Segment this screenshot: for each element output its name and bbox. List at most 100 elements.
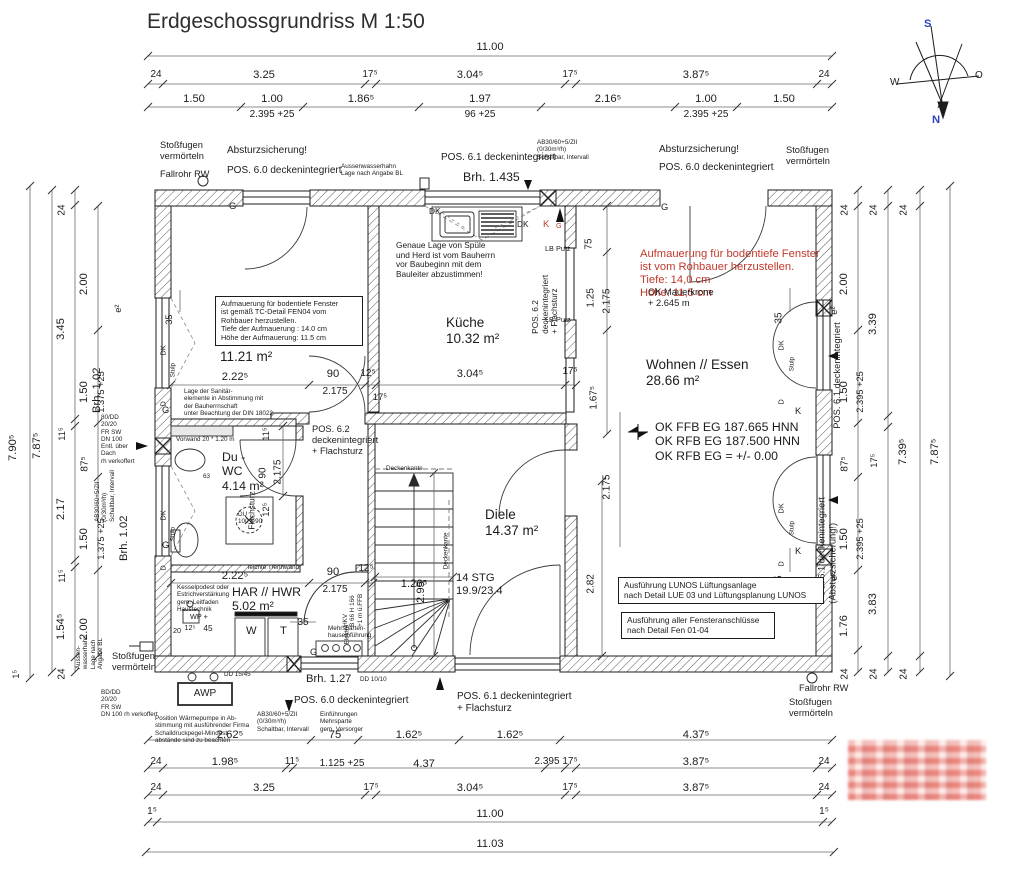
note-mauerkrone: OK Mauerkrone + 2.645 m xyxy=(648,287,714,308)
note-waermepumpe: Position Wärmepumpe in Ab- stimmung mit … xyxy=(155,715,250,744)
dim-right-sub: 2.395 +25 xyxy=(855,518,866,560)
dim-bottom3: 3.25 xyxy=(253,782,275,794)
note-wasserhahn-top: Aussenwasserhahn Lage nach Angabe BL xyxy=(341,163,403,178)
dim-top2: 1.50 xyxy=(773,93,795,105)
dim-bottom3: 3.04⁵ xyxy=(456,782,484,794)
dim-bottom3: 3.87⁵ xyxy=(682,782,710,794)
level-marker xyxy=(628,424,648,440)
dim-left: 1⁵ xyxy=(11,669,22,679)
dim-top: 17⁵ xyxy=(562,69,578,80)
note-spuele-herd: Genaue Lage von Spüle und Herd ist vom B… xyxy=(396,240,496,279)
dim-har: 2.22⁵ xyxy=(221,570,249,582)
bathroom-fixtures xyxy=(170,425,274,558)
dim-2175-b: 2.175 xyxy=(601,474,613,500)
kitchen-fixtures xyxy=(431,205,541,242)
dim-top2: 1.50 xyxy=(183,93,205,105)
dim-top-sub: 2.395 +25 xyxy=(683,109,729,120)
note-pos61-r1: POS. 6.1 deckenintegriert xyxy=(832,322,843,429)
note-fenster-box: Ausführung aller Fensteranschlüsse nach … xyxy=(621,612,775,640)
dim-bottom2: 2.395 xyxy=(534,756,560,767)
dim-right: 87⁵ xyxy=(839,456,851,472)
doors xyxy=(239,205,817,656)
win-label-stulp-l2: Stulp xyxy=(169,526,177,542)
drawing-title: Erdgeschossgrundriss M 1:50 xyxy=(147,10,425,33)
dim-right-sub: 2.395 +25 xyxy=(855,371,866,413)
dim-top: 17⁵ xyxy=(362,69,378,80)
note-hkv: HKV B 66 H 166 +1 m ü.FFB xyxy=(342,593,364,627)
room-duwc: Du - WC 4.14 m² xyxy=(222,450,264,493)
dim-right2: 17⁵ xyxy=(869,453,880,468)
dim-wc-2175: 2.175 xyxy=(272,459,284,485)
dim-har: 2.175 xyxy=(322,584,348,595)
note-bddd: BD/DD 20/20 FR SW DN 100 rh verkoffert xyxy=(101,689,158,718)
note-mehrsparten: Mehrsparten- hauseinführung xyxy=(328,625,372,640)
note-absturz-l: Absturzsicherung! xyxy=(227,145,308,156)
dim-top2: 2.16⁵ xyxy=(594,93,622,105)
dim-bottom3: 24 xyxy=(150,782,162,793)
dim-right: 1.76 xyxy=(838,615,851,637)
note-stg: 14 STG 19.9/23.4 xyxy=(456,572,503,597)
dim-125b: 12⁵ xyxy=(184,623,196,632)
dim-right3: 24 xyxy=(898,204,910,216)
dim-mid: 17⁵ xyxy=(562,366,578,377)
dim-bottom4: 1⁵ xyxy=(147,806,157,817)
note-fallrohr-tl: Fallrohr RW xyxy=(160,169,210,179)
note-wasserhahn-left: Aussen- wasserhahn Lage nach Angabe BL xyxy=(74,635,104,670)
note-stossfugen-br: Stoßfugen vermörteln xyxy=(789,697,833,718)
win-label-d-l2: D xyxy=(158,565,168,571)
dim-mid: 2.22⁵ xyxy=(221,371,249,383)
dim-right2: 3.83 xyxy=(867,593,880,615)
win-label-dk1: DK xyxy=(429,206,441,216)
dim-left: 7.87⁵ xyxy=(31,432,44,459)
dim-mid: 90 xyxy=(326,368,340,380)
win-label-g3: G xyxy=(310,647,318,657)
dim-bottom3: 17⁵ xyxy=(363,782,379,793)
dim-har: 12⁵ xyxy=(358,563,374,574)
note-brh1435: Brh. 1.435 xyxy=(463,170,520,184)
win-label-dk-r2: DK xyxy=(776,503,786,514)
dim-left: 11⁵ xyxy=(57,427,68,441)
dim-20: 20 xyxy=(172,626,182,635)
win-label-dk-l2: DK xyxy=(158,510,168,521)
dim-mid: 12⁵ xyxy=(360,368,376,379)
note-kesselpodest: Kesselpodest oder Estrichverstärkung gem… xyxy=(177,584,230,613)
note-pos61-bottom: POS. 6.1 deckenintegriert + Flachsturz xyxy=(457,691,572,714)
dim-top: 3.25 xyxy=(253,69,275,81)
dim-right: 24 xyxy=(839,204,851,216)
note-levels: OK FFB EG 187.665 HNN OK RFB EG 187.500 … xyxy=(655,420,800,463)
room-diele: Diele 14.37 m² xyxy=(485,507,539,538)
dim-2175-a: 2.175 xyxy=(601,288,613,314)
dim-bottom2: 11⁵ xyxy=(284,756,300,767)
dim-wc-115: 11⁵ xyxy=(261,427,272,441)
note-deckenkante-h: Deckenkante xyxy=(386,465,423,472)
dim-left-sub: 1.375 +25 xyxy=(96,518,107,560)
dim-bottom2: 3.87⁵ xyxy=(682,756,710,768)
note-ab30-bottom: AB30/60+5/ZII (0/30m³/h) Schaltbar, Inte… xyxy=(257,711,309,733)
dim-left: 24 xyxy=(56,668,68,680)
win-label-d-r1: D xyxy=(776,399,786,405)
dim-left-sub: 1.375 +25 xyxy=(96,371,107,413)
dim-har: 90 xyxy=(326,566,340,578)
dim-bottom2: 1.125 +25 xyxy=(319,758,365,769)
windows xyxy=(155,190,831,671)
note-lbputz-1: LB Putz xyxy=(545,244,571,253)
dim-left: 11⁵ xyxy=(57,569,68,583)
room-har: HAR // HWR 5.02 m² xyxy=(232,585,301,614)
note-dd1545: DD 15/45 xyxy=(224,671,251,678)
room-kueche: Küche 10.32 m² xyxy=(446,315,500,346)
note-ab30-top: AB30/60+5/ZII (0/30m³/h) Schaltbar, Inte… xyxy=(537,139,589,161)
dim-wc-125: 12⁵ xyxy=(261,502,272,517)
note-stossfugen-bl: Stoßfugen vermörteln xyxy=(112,651,156,672)
note-pos62-v1: POS. 6.2 deckenintegriert + Flachsturz xyxy=(530,274,560,334)
dim-brh127: Brh. 1.27 xyxy=(306,673,352,685)
room-wohnen: Wohnen // Essen 28.66 m² xyxy=(646,357,749,388)
win-label-dk2: DK xyxy=(517,219,529,229)
dim-left: 2.17 xyxy=(55,498,68,520)
dim-282: 2.82 xyxy=(585,574,597,594)
dim-left2: 2.00 xyxy=(78,273,91,295)
win-label-stulp-l1: Stulp xyxy=(169,362,177,378)
entry-label-k: K xyxy=(543,219,550,229)
dim-bottom1: 4.37⁵ xyxy=(682,729,710,741)
dim-left: 1.54⁵ xyxy=(55,613,68,640)
